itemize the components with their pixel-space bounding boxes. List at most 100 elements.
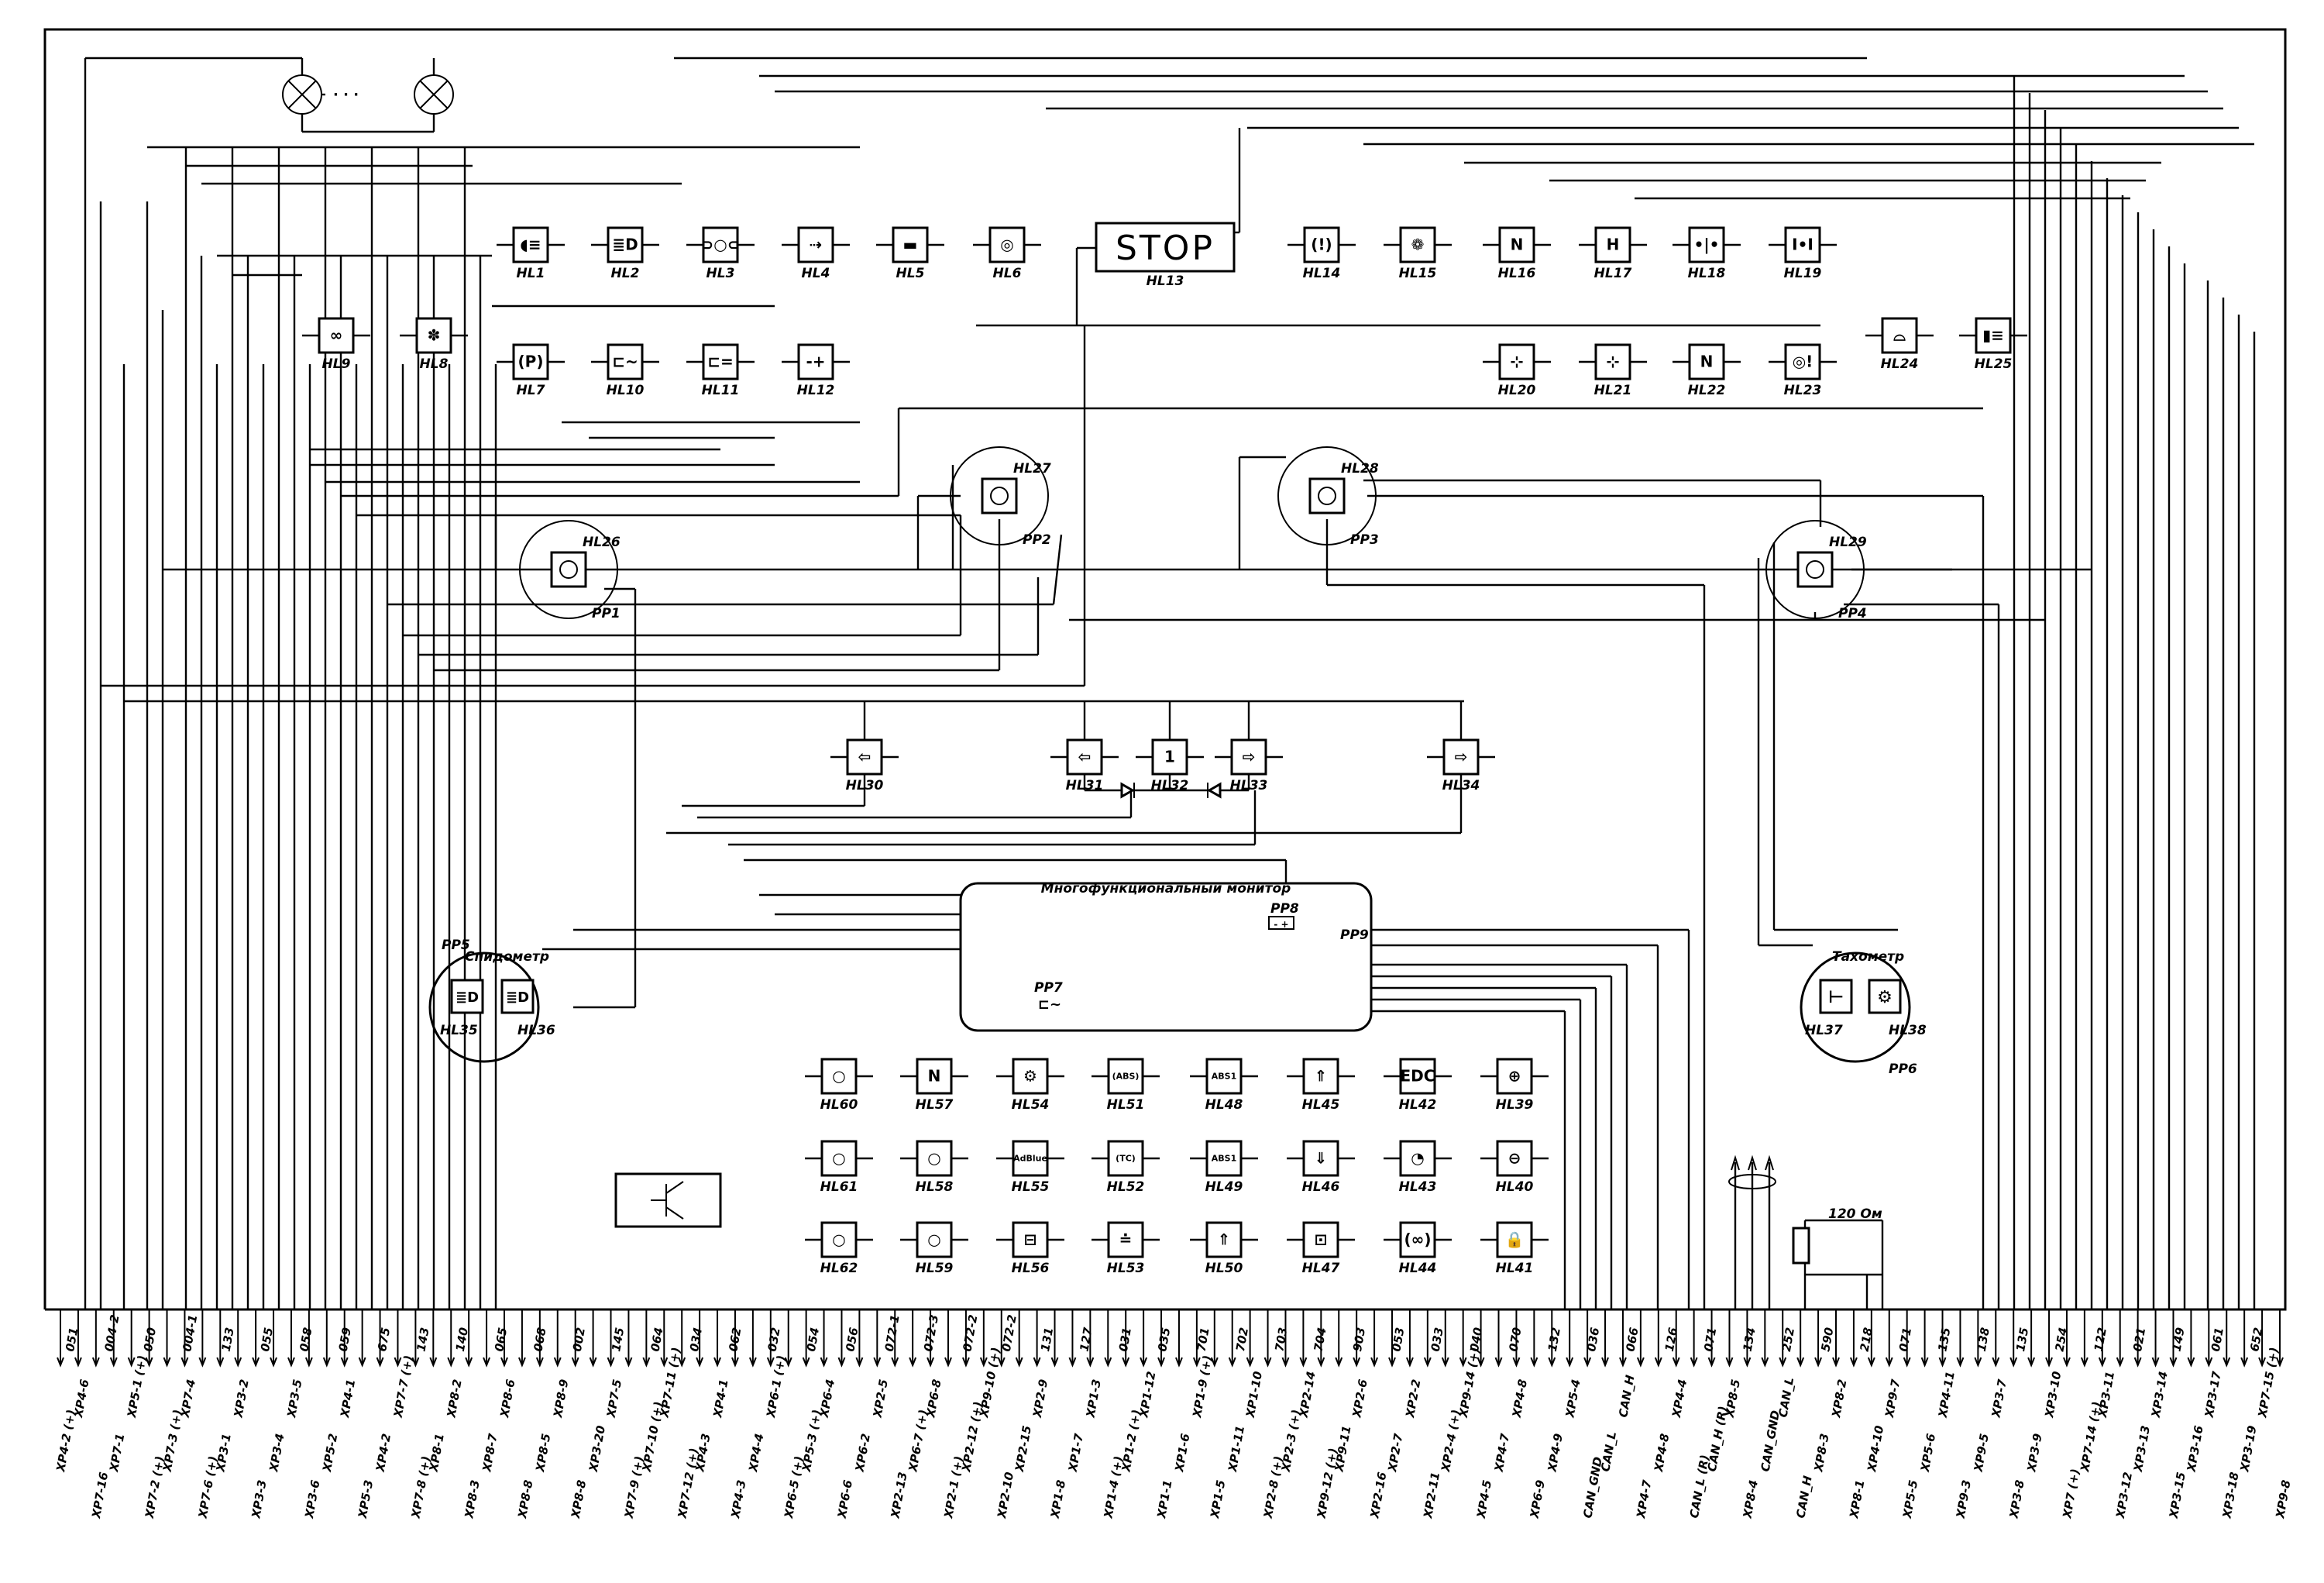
edc-icon: EDC: [1401, 1067, 1435, 1086]
diff-lock-icon: •|•: [1694, 236, 1720, 254]
wire-number: 134: [1741, 1327, 1758, 1353]
connector-pin-label: XP9-14 (+): [1456, 1346, 1483, 1419]
connector-pin-label: XP8-4: [1740, 1479, 1761, 1520]
diodes: [1120, 782, 1222, 799]
stop-lamp-text: STOP: [1116, 229, 1215, 268]
connector-pin-label: XP6-9: [1527, 1479, 1548, 1520]
axle-lock-icon: H: [1607, 236, 1620, 254]
connector-pin-label: XP3-14: [2149, 1370, 2171, 1419]
wire-number: 135: [1935, 1327, 1953, 1353]
trailer-one-icon: 1: [1164, 748, 1175, 766]
lamp-label: HL20: [1498, 383, 1536, 398]
lamp-HL58: ○HL58: [900, 1140, 968, 1195]
wire-number: 652: [2247, 1327, 2265, 1353]
lamp-label: HL57: [916, 1097, 954, 1113]
connector-pin-label: XP4-8: [1652, 1433, 1673, 1474]
connector-pin-label: XP8-8: [569, 1479, 590, 1520]
lamp-HL10: ⊏~HL10: [591, 343, 659, 398]
lamp-label: HL7: [517, 383, 545, 398]
cruise-icon: (∞): [1404, 1230, 1432, 1249]
connector-pin-label: XP5-3 (+): [799, 1409, 824, 1474]
lamp-label: HL51: [1107, 1097, 1145, 1113]
lamp-label: HL46: [1302, 1179, 1340, 1195]
connector-pin-label: XP7-16: [89, 1471, 111, 1519]
can-bus: 120 Ом: [1728, 1155, 1884, 1309]
lamp-HL45: ⇑HL45: [1287, 1058, 1355, 1113]
lamp-label: HL62: [820, 1261, 858, 1276]
lamp-HL62: ○ HL62: [805, 1221, 873, 1276]
high-beam-icon: ≣D: [456, 989, 479, 1006]
connector-pin-label: XP7-11 (+): [657, 1346, 683, 1419]
lamp-label: HL21: [1594, 383, 1632, 398]
pto-icon: ⊹: [1511, 353, 1524, 371]
lamp-HL43: ◔HL43: [1384, 1140, 1452, 1195]
lamp-label: HL54: [1012, 1097, 1050, 1113]
wire-number: 055: [258, 1327, 276, 1353]
connector-pin-label: XP2-3 (+): [1279, 1409, 1304, 1474]
lamp-HL1: ◖≡HL1: [497, 226, 565, 281]
turn-right-trailer-icon: ⇨: [1243, 748, 1256, 766]
connector-pin-label: XP5-5: [1900, 1479, 1921, 1520]
lamp-HL31: ⇦HL31: [1050, 738, 1119, 793]
speedometer-lamp-2: HL36: [517, 1023, 555, 1038]
wire-number: 071: [1896, 1327, 1914, 1353]
connector-pin-label: XP5-6: [1918, 1433, 1939, 1474]
resistor-label: 120 Ом: [1828, 1206, 1882, 1222]
wire-number: 126: [1662, 1327, 1680, 1353]
turn-right-icon: ⇨: [1455, 748, 1468, 766]
wire-number: 140: [453, 1327, 471, 1353]
lamp-label: HL25: [1975, 356, 2013, 372]
connector-pin-label: XP9-5: [1971, 1433, 1992, 1474]
neutral-icon: N: [1700, 353, 1714, 371]
wire-number: 002: [570, 1327, 588, 1353]
diff-lock-cross-icon: I•I: [1792, 236, 1813, 254]
blank-lamp-icon: ○: [927, 1149, 940, 1168]
connector-pin-label: XP4-5: [1474, 1479, 1495, 1520]
wire-number: 058: [297, 1327, 315, 1353]
blank-lamp-icon: ○: [832, 1230, 845, 1249]
lamp-HL14: (!)HL14: [1287, 226, 1356, 281]
connector-pin-label: XP8-9: [551, 1378, 572, 1420]
lamp-label: HL55: [1012, 1179, 1050, 1195]
wire-number: 004-1: [180, 1313, 200, 1352]
lamp-label: HL43: [1399, 1179, 1437, 1195]
wire-number: 036: [1584, 1327, 1602, 1353]
lamp-label: HL11: [702, 383, 740, 398]
lamp-label: HL44: [1399, 1261, 1437, 1276]
speedometer-label: Спидометр: [465, 949, 549, 965]
lift-axle-icon: ⇑: [1218, 1230, 1231, 1249]
connector-pin-label: XP3-20: [586, 1424, 608, 1473]
speedometer-lamp-1: HL35: [440, 1023, 478, 1038]
gauge-id: PP1: [592, 606, 621, 621]
connector-pin-label: XP7-1: [107, 1433, 128, 1474]
monitor-sub-pp7: PP7: [1034, 980, 1063, 996]
wire-number: 054: [804, 1327, 822, 1353]
connector-pin-label: XP4-7: [1634, 1478, 1655, 1520]
wire-number: 072-1: [882, 1313, 902, 1352]
connector-pin-label: XP3-11: [2095, 1370, 2117, 1419]
connector-pin-label: XP7-3 (+): [160, 1409, 185, 1474]
lamp-HL25: ▮≡HL25: [1959, 317, 2027, 372]
wire-number: 071: [1701, 1327, 1719, 1353]
connector-pin-label: XP4-3: [728, 1479, 749, 1520]
gear-icon: ⚙: [1877, 988, 1893, 1007]
lamp-label: HL8: [420, 356, 449, 372]
lamp-HL40: ⊖HL40: [1480, 1140, 1549, 1195]
blank-lamp-icon: ○: [832, 1149, 845, 1168]
rear-defrost-icon: ⌓: [1893, 326, 1906, 345]
lamp-HL6: ◎HL6: [973, 226, 1041, 281]
monitor-label: Многофункциональный монитор: [1041, 881, 1291, 896]
stop-lamp-id: HL13: [1147, 274, 1184, 289]
connector-pin-label: XP1-8: [1048, 1479, 1069, 1520]
trunk-wires: [101, 57, 2254, 1309]
traction-control-icon: (TC): [1116, 1154, 1136, 1164]
lamp-HL56: ⊟HL56: [996, 1221, 1064, 1276]
